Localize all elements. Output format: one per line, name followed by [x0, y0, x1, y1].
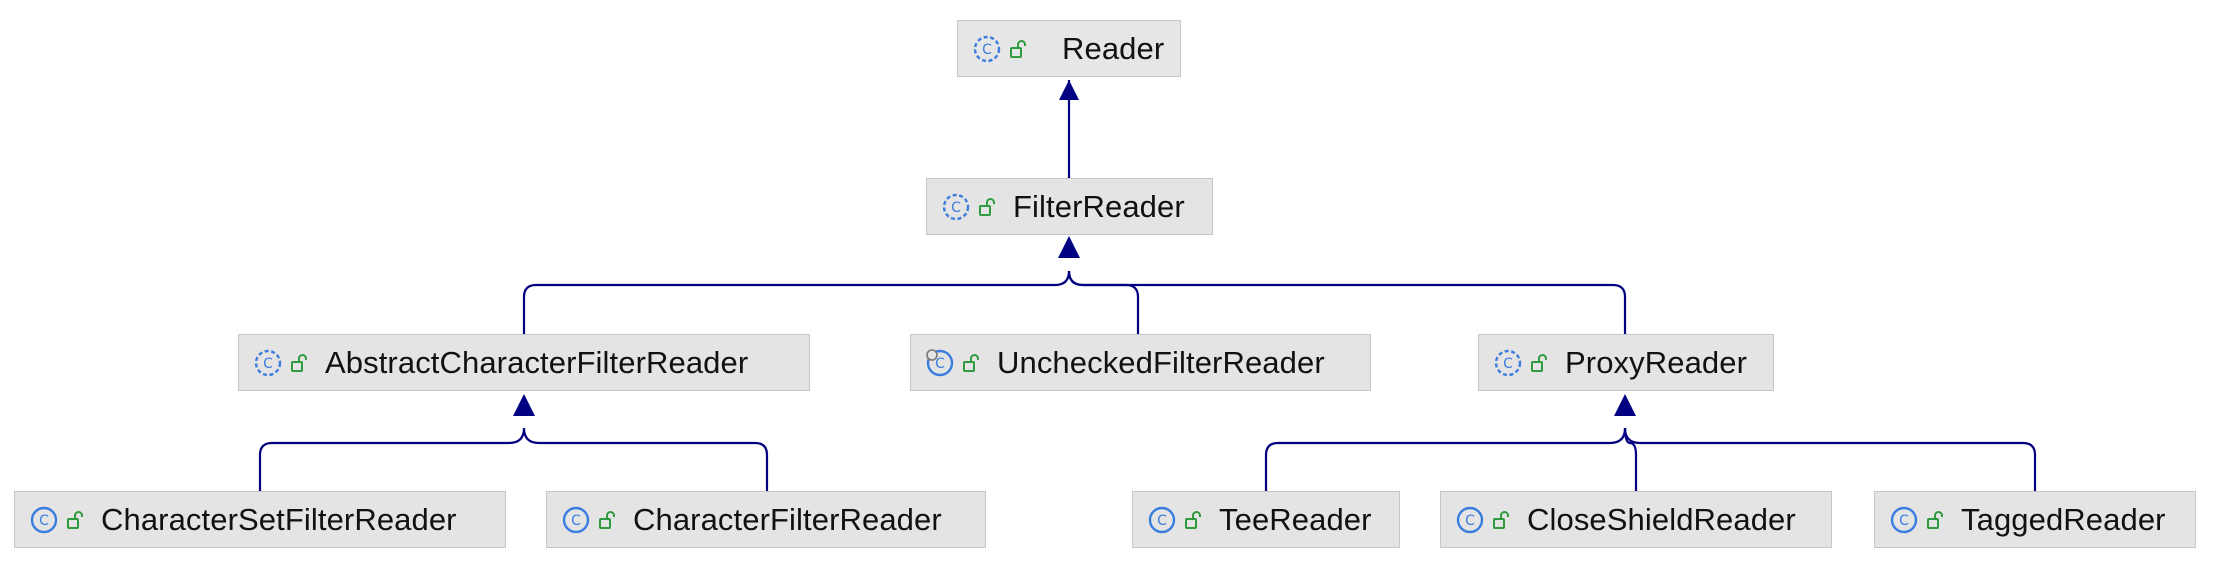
unlocked-public-icon — [291, 353, 307, 372]
final-class-icon: C — [926, 348, 954, 376]
class-name: TeeReader — [1219, 501, 1372, 537]
class-node-charactersetfilterreader[interactable]: C CharacterSetFilterReader — [14, 491, 506, 548]
svg-text:C: C — [571, 513, 581, 529]
class-name: CharacterFilterReader — [633, 501, 942, 537]
svg-text:C: C — [1899, 513, 1909, 529]
class-c-icon: C — [1456, 506, 1484, 533]
edge-teereader-proxyreader — [1264, 427, 1627, 491]
unlocked-public-icon — [963, 353, 979, 372]
class-name: CharacterSetFilterReader — [101, 501, 457, 537]
arrowhead-proxyreader — [1614, 394, 1636, 416]
abstract-class-icon: C — [973, 35, 1001, 62]
edge-proxyreader-filterreader — [1067, 270, 1627, 334]
class-c-icon: C — [1148, 506, 1176, 533]
class-c-icon: C — [30, 506, 58, 533]
edge-taggedreader-proxyreader — [1623, 427, 2037, 491]
class-node-reader[interactable]: C Reader — [957, 20, 1181, 77]
class-name: CloseShieldReader — [1527, 501, 1796, 537]
unlocked-public-icon — [1010, 39, 1026, 58]
unlocked-public-icon — [67, 510, 83, 529]
abstract-class-icon: C — [1494, 349, 1522, 376]
svg-text:C: C — [1503, 356, 1513, 372]
class-node-closeshieldreader[interactable]: C CloseShieldReader — [1440, 491, 1832, 548]
svg-text:C: C — [935, 356, 945, 372]
svg-text:C: C — [1465, 513, 1475, 529]
class-name: UncheckedFilterReader — [997, 344, 1325, 380]
class-node-abstractcharacterfilterreader[interactable]: C AbstractCharacterFilterReader — [238, 334, 810, 391]
svg-text:C: C — [982, 42, 992, 58]
unlocked-public-icon — [1493, 510, 1509, 529]
class-name: Reader — [1062, 30, 1165, 66]
edge-characterfilterreader-abstract — [522, 427, 769, 491]
class-name: TaggedReader — [1961, 501, 2166, 537]
edge-uncheckedfilterreader-filterreader — [1067, 270, 1140, 334]
class-node-characterfilterreader[interactable]: C CharacterFilterReader — [546, 491, 986, 548]
class-name: FilterReader — [1013, 188, 1185, 224]
class-name: AbstractCharacterFilterReader — [325, 344, 749, 380]
arrowhead-filterreader — [1058, 236, 1080, 258]
class-node-taggedreader[interactable]: C TaggedReader — [1874, 491, 2196, 548]
edge-abstractcharacterfilterreader-filterreader — [522, 270, 1071, 334]
svg-text:C: C — [39, 513, 49, 529]
class-node-proxyreader[interactable]: C ProxyReader — [1478, 334, 1774, 391]
class-name: ProxyReader — [1565, 344, 1748, 380]
arrowhead-reader — [1059, 80, 1079, 100]
unlocked-public-icon — [1185, 510, 1201, 529]
unlocked-public-icon — [1531, 353, 1547, 372]
svg-text:C: C — [1157, 513, 1167, 529]
edge-charactersetfilterreader-abstract — [258, 427, 526, 491]
abstract-class-icon: C — [254, 349, 282, 376]
class-node-teereader[interactable]: C TeeReader — [1132, 491, 1400, 548]
unlocked-public-icon — [1927, 510, 1943, 529]
class-c-icon: C — [1890, 506, 1918, 533]
class-node-filterreader[interactable]: C FilterReader — [926, 178, 1213, 235]
class-c-icon: C — [562, 506, 590, 533]
arrowhead-abstractcharacterfilterreader — [513, 394, 535, 416]
svg-text:C: C — [951, 200, 961, 216]
abstract-class-icon: C — [942, 193, 970, 220]
unlocked-public-icon — [599, 510, 615, 529]
unlocked-public-icon — [979, 197, 995, 216]
class-node-uncheckedfilterreader[interactable]: C UncheckedFilterReader — [910, 334, 1371, 391]
svg-text:C: C — [263, 356, 273, 372]
